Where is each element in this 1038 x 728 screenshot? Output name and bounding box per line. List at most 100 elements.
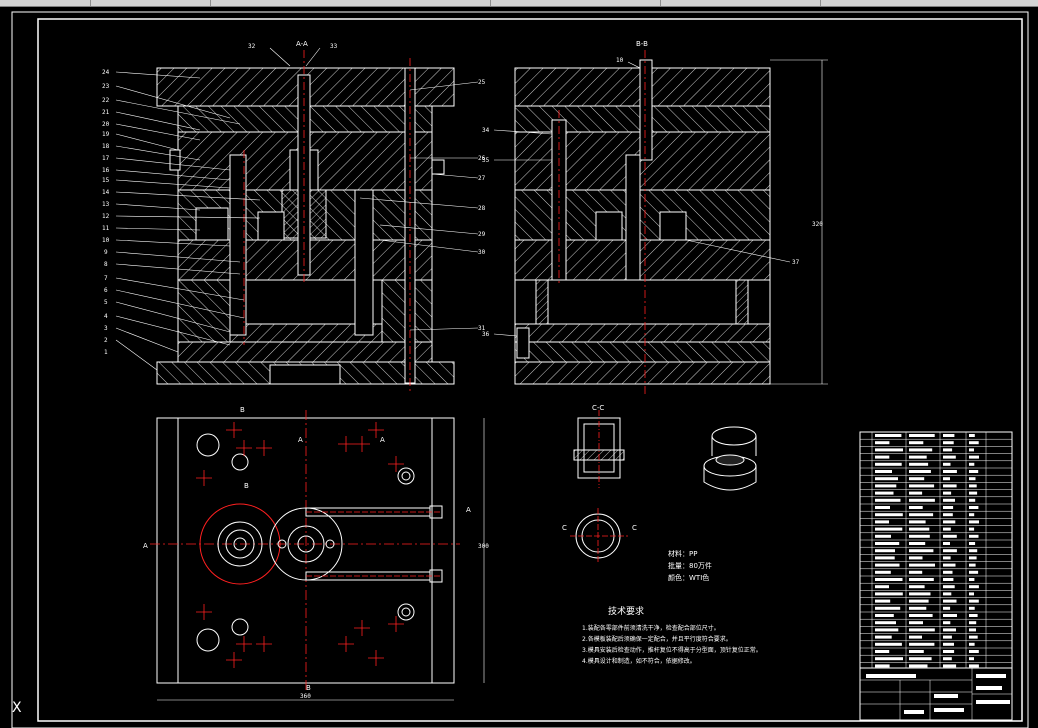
table-cell-text — [909, 606, 927, 610]
runner-circle — [199, 503, 281, 585]
svg-text:31: 31 — [478, 325, 486, 332]
table-cell-text — [909, 642, 935, 646]
table-cell-text — [909, 506, 923, 509]
table-cell-text — [875, 520, 889, 524]
table-cell-text — [943, 606, 951, 610]
table-cell-text — [943, 542, 950, 545]
parts-list-table — [859, 431, 1013, 669]
toolbar-segment[interactable] — [660, 0, 821, 6]
table-cell-text — [969, 570, 979, 574]
svg-text:3: 3 — [104, 325, 108, 332]
table-cell-text — [875, 527, 903, 531]
svg-text:4: 4 — [104, 313, 108, 320]
title-block-text — [934, 694, 958, 698]
table-cell-text — [943, 664, 957, 668]
table-cell-text — [909, 470, 931, 473]
svg-text:14: 14 — [102, 189, 110, 196]
table-cell-text — [875, 563, 900, 567]
table-cell-text — [943, 635, 952, 639]
pin-hole — [277, 539, 287, 549]
table-cell-text — [969, 635, 978, 639]
water-nipple — [431, 159, 445, 175]
table-cell-text — [969, 628, 976, 632]
svg-text:8: 8 — [104, 261, 108, 268]
table-cell-text — [969, 556, 977, 560]
table-cell-text — [875, 606, 901, 610]
table-cell-text — [969, 455, 979, 459]
leader-lines-right — [269, 47, 479, 331]
plan-inner-outline — [177, 417, 433, 684]
title-block-text — [976, 700, 1010, 704]
toolbar-segment[interactable] — [90, 0, 211, 6]
b-sprue — [639, 59, 653, 161]
guide-holes — [196, 433, 415, 652]
tech-req-title: 技术要求 — [608, 605, 644, 617]
drawing-canvas[interactable]: A-A — [0, 6, 1038, 728]
gate-outer — [217, 521, 263, 567]
table-cell-text — [969, 642, 975, 646]
svg-text:20: 20 — [102, 121, 110, 128]
table-cell-text — [875, 628, 899, 632]
table-cell-text — [943, 585, 955, 589]
table-cell-text — [875, 448, 903, 452]
leader-lines-left — [115, 71, 261, 371]
table-cell-text — [943, 628, 956, 632]
svg-text:13: 13 — [102, 201, 110, 208]
toolbar-segment[interactable] — [210, 0, 491, 6]
table-cell-text — [909, 484, 935, 488]
svg-text:A: A — [380, 436, 385, 444]
table-cell-text — [875, 650, 890, 653]
table-cell-text — [909, 448, 933, 452]
svg-text:30: 30 — [478, 249, 486, 256]
gate-mid — [225, 529, 255, 559]
svg-text:7: 7 — [104, 275, 108, 282]
table-cell-text — [969, 484, 977, 488]
table-cell-text — [875, 506, 890, 509]
b-pillar — [535, 279, 549, 325]
table-cell-text — [909, 570, 923, 574]
crosshair-cursor: X — [12, 700, 22, 716]
table-cell-text — [943, 549, 957, 553]
table-cell-text — [943, 498, 955, 502]
table-cell-text — [875, 455, 890, 459]
side-screw — [169, 149, 181, 171]
toolbar-strip — [0, 0, 1038, 7]
table-cell-text — [943, 657, 952, 661]
section-markers: A A A A B B B — [143, 406, 471, 692]
table-cell-text — [943, 434, 955, 437]
table-cell-text — [943, 599, 957, 603]
svg-text:17: 17 — [102, 155, 110, 162]
svg-text:12: 12 — [102, 213, 110, 220]
plan-outline — [156, 417, 455, 684]
table-cell-text — [909, 534, 930, 538]
table-cell-text — [943, 570, 953, 574]
outer-frame — [11, 11, 1029, 728]
guide-pillar-bore-2 — [354, 189, 374, 336]
b-guide-bore — [551, 119, 567, 281]
table-cell-text — [943, 441, 954, 445]
svg-text:10: 10 — [616, 57, 624, 64]
title-block — [859, 667, 1013, 721]
svg-text:A: A — [143, 542, 148, 550]
svg-text:24: 24 — [102, 69, 110, 76]
table-cell-text — [909, 513, 934, 517]
b-slider-2 — [659, 211, 687, 241]
svg-text:B: B — [244, 482, 249, 490]
toolbar-segment[interactable] — [490, 0, 661, 6]
table-cell-text — [969, 578, 975, 581]
title-block-text — [866, 674, 916, 678]
gate-inner — [233, 537, 247, 551]
table-cell-text — [943, 491, 952, 495]
toolbar-segment[interactable] — [0, 0, 91, 6]
guide-pillar-bore — [229, 154, 247, 336]
table-cell-text — [875, 470, 892, 473]
table-cell-text — [969, 513, 975, 517]
part-notes: 材料：PP 批量：80万件 颜色：WTI色 — [668, 549, 712, 582]
svg-text:32: 32 — [248, 43, 256, 50]
tech-req-item: 1.装配各零部件前须清洗干净，检查配合部位尺寸。 — [582, 624, 720, 632]
table-cell-text — [875, 642, 902, 646]
ejector-hole — [269, 364, 341, 385]
table-cell-text — [943, 477, 950, 481]
